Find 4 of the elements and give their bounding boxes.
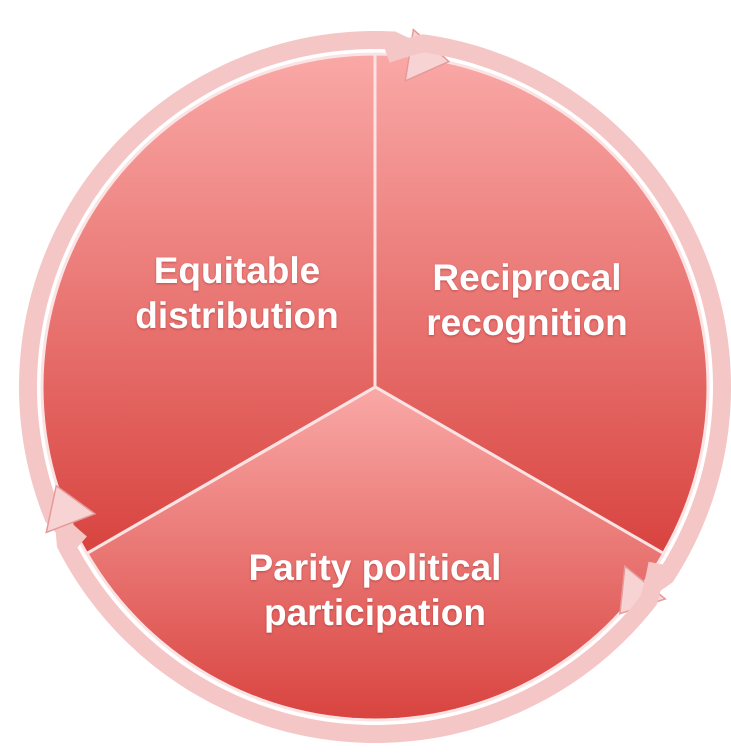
sector-label: Reciprocal recognition bbox=[425, 256, 629, 345]
sector-label: Parity political participation bbox=[248, 546, 502, 635]
curved-arrow bbox=[384, 34, 731, 614]
sector-label: Equitable distribution bbox=[134, 248, 340, 338]
